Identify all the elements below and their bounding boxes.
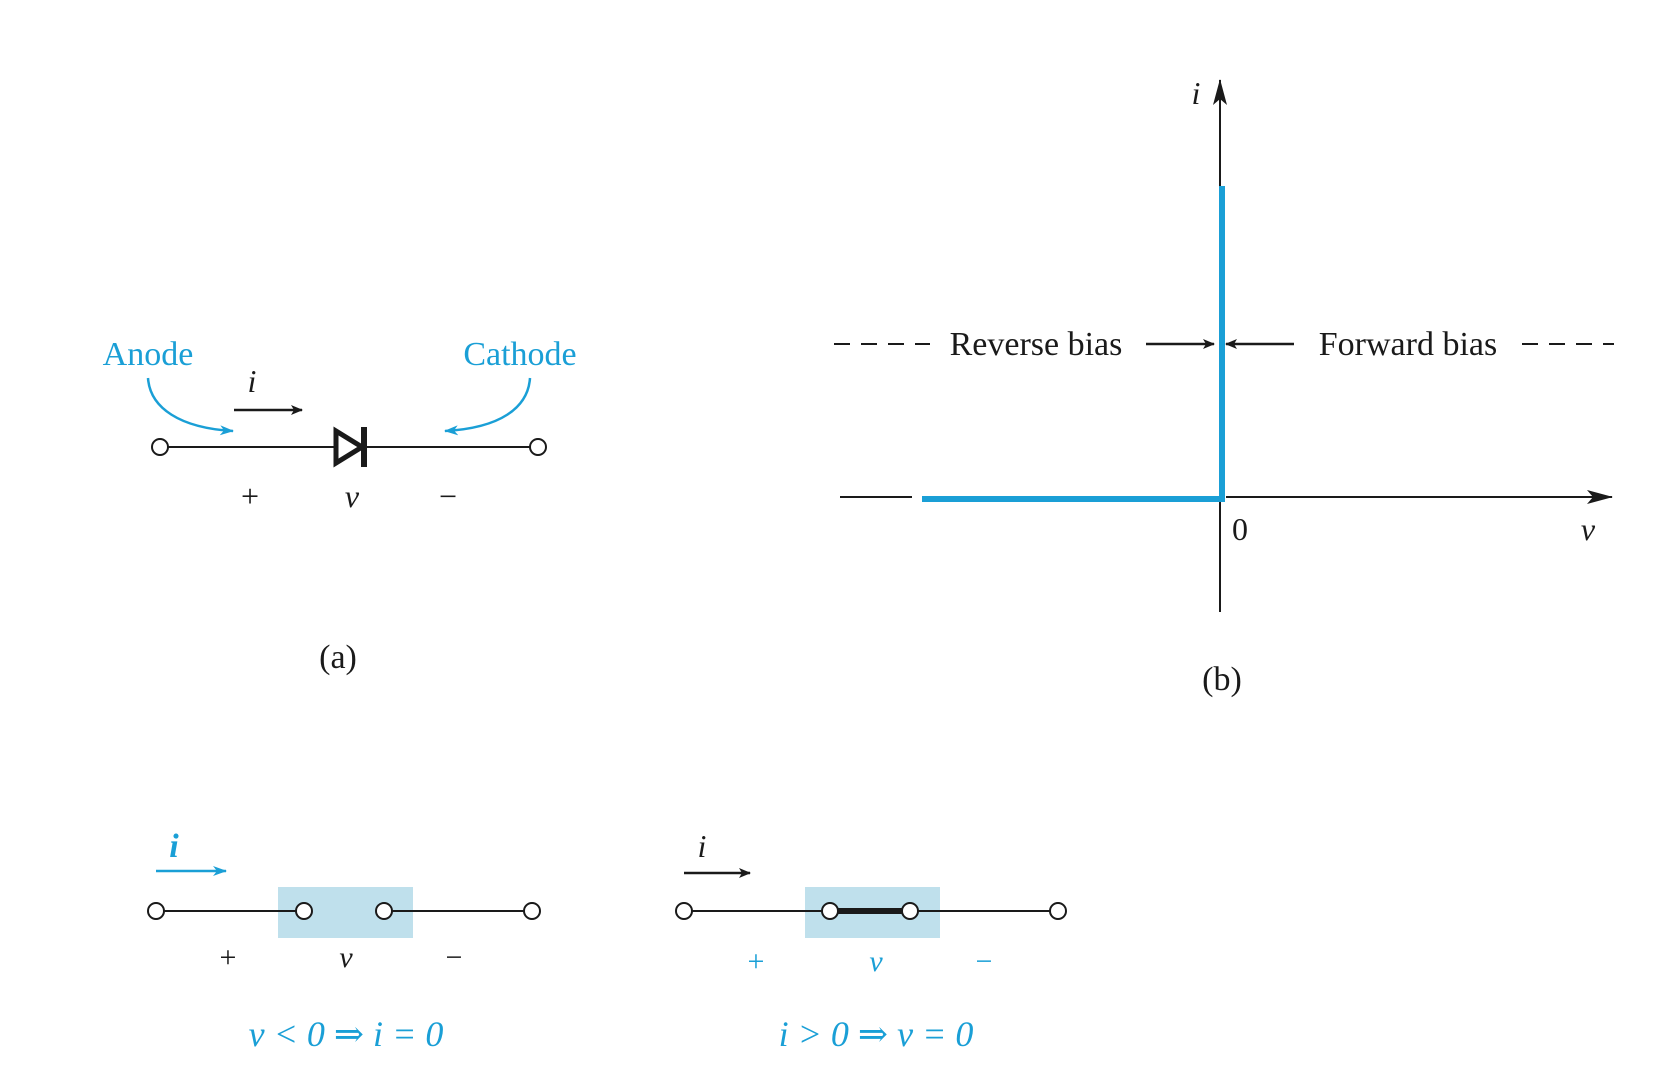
- anode-pointer-arrow: [146, 377, 234, 436]
- closed-contact-left: [821, 902, 839, 920]
- closed-minus-label: −: [976, 945, 993, 978]
- cathode-pointer-arrow: [444, 377, 532, 436]
- caption-b: (b): [1202, 661, 1242, 698]
- y-axis-label: i: [1192, 75, 1201, 111]
- anode-terminal: [151, 438, 169, 456]
- anode-label: Anode: [103, 336, 194, 373]
- open-terminal-right: [523, 902, 541, 920]
- open-terminal-left: [147, 902, 165, 920]
- closed-terminal-right: [1049, 902, 1067, 920]
- diode-symbol-panel: Anode Cathode i + v − (a): [103, 336, 577, 676]
- open-current-label: i: [169, 828, 179, 865]
- cathode-terminal: [529, 438, 547, 456]
- diode-triangle: [333, 426, 367, 468]
- diode-minus-label: −: [439, 478, 457, 514]
- forward-bias-label: Forward bias: [1319, 326, 1497, 363]
- closed-contact-right: [901, 902, 919, 920]
- open-contact-left: [295, 902, 313, 920]
- reverse-bias-label: Reverse bias: [950, 326, 1123, 363]
- closed-terminal-left: [675, 902, 693, 920]
- open-voltage-label: v: [339, 941, 353, 974]
- open-minus-label: −: [446, 941, 463, 974]
- closed-current-label: i: [698, 828, 707, 864]
- origin-label: 0: [1232, 511, 1248, 547]
- closed-voltage-label: v: [869, 945, 883, 978]
- closed-plus-label: +: [748, 945, 765, 978]
- diode-voltage-label: v: [345, 478, 360, 514]
- closed-condition: i > 0 ⇒ v = 0: [779, 1014, 974, 1054]
- open-switch-model: i + v − v < 0 ⇒ i = 0: [147, 828, 541, 1054]
- open-condition: v < 0 ⇒ i = 0: [249, 1014, 444, 1054]
- open-plus-label: +: [220, 941, 237, 974]
- caption-a: (a): [319, 639, 357, 676]
- iv-characteristic-panel: i v 0 Reverse bias Forward bias (b): [834, 75, 1614, 698]
- diode-current-label: i: [248, 363, 257, 399]
- open-contact-right: [375, 902, 393, 920]
- closed-switch-model: i + v − i > 0 ⇒ v = 0: [675, 828, 1067, 1054]
- cathode-label: Cathode: [463, 336, 576, 373]
- x-axis-label: v: [1581, 511, 1596, 547]
- diode-plus-label: +: [241, 478, 259, 514]
